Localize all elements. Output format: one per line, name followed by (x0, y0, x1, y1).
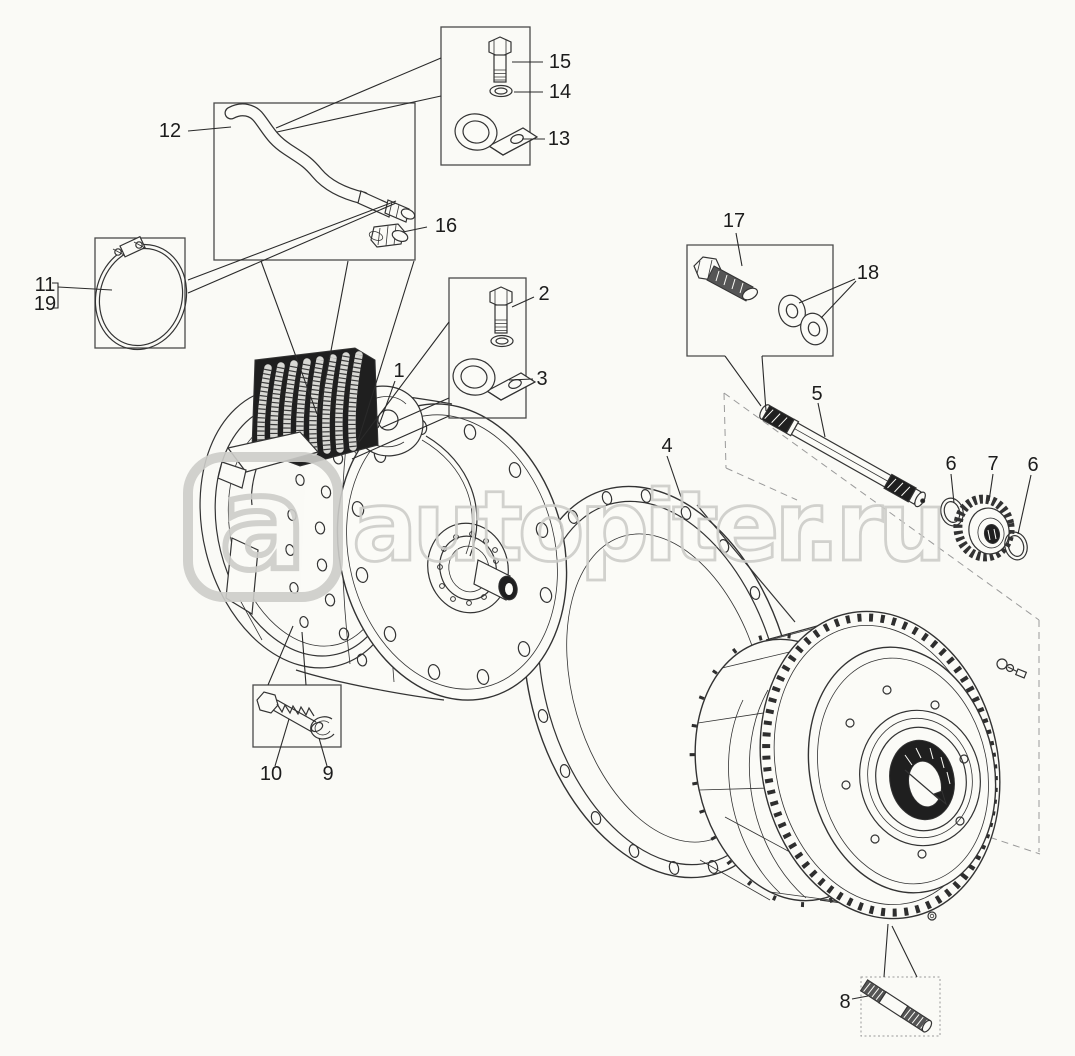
part-9-lock-washer (310, 716, 335, 740)
watermark-text: autopiter.ru (352, 470, 942, 583)
callout-3: 3 (536, 368, 548, 390)
detail-box-12-16 (213, 102, 416, 261)
callout-13: 13 (547, 128, 571, 150)
detail-box-15-14-13 (440, 26, 539, 166)
part-1-motor-assembly (199, 347, 568, 701)
watermark-logo-box (183, 452, 343, 602)
callout-14: 14 (548, 81, 572, 103)
part-16-fitting (368, 223, 409, 248)
callout-2: 2 (538, 283, 550, 305)
callout-10: 10 (259, 763, 283, 785)
part-5-shaft (759, 404, 926, 508)
hub-bearing (859, 709, 981, 847)
detail-box-11-19 (94, 235, 188, 351)
motor-face-holes (351, 419, 553, 685)
callout-16: 16 (434, 215, 458, 237)
part-8-stud (859, 979, 933, 1033)
motor-output-hub (427, 522, 518, 614)
part-6-retaining-ring-right (1004, 531, 1028, 561)
face-bolt-holes (841, 685, 969, 859)
detail-box-17-18 (686, 244, 834, 357)
part-10-bolt (256, 691, 324, 733)
callout-17: 17 (722, 210, 746, 232)
callout-8: 8 (839, 991, 851, 1013)
callout-19: 19 (33, 293, 57, 315)
watermark: a autopiter.ru (183, 447, 949, 602)
callout-1: 1 (393, 360, 405, 382)
callout-9: 9 (322, 763, 334, 785)
detail-box-2-3 (448, 277, 537, 419)
callout-18: 18 (856, 262, 880, 284)
part-18-washers (778, 294, 828, 346)
part-7-gear (953, 494, 1015, 562)
detail-box-10-9 (252, 684, 342, 748)
detail-box-8 (859, 976, 941, 1037)
callout-4: 4 (661, 435, 673, 457)
callout-12: 12 (158, 120, 182, 142)
part-14-washer (489, 84, 513, 98)
grease-fitting (996, 658, 1028, 679)
watermark-logo-letter: a (220, 450, 306, 599)
callout-6-right: 6 (1027, 454, 1039, 476)
part-15-bolt (488, 36, 512, 83)
callout-15: 15 (548, 51, 572, 73)
part-2-bolt (489, 286, 514, 348)
part-17-bolt (693, 256, 759, 302)
part-11-19-clamp-ring (94, 235, 188, 351)
part-13-clamp (454, 113, 539, 156)
leader-lines (52, 57, 1032, 1000)
callout-7: 7 (987, 453, 999, 475)
hub-reducer-assembly (689, 610, 1028, 921)
part-3-clamp (452, 358, 537, 401)
callout-11: 11 (34, 274, 56, 296)
part-12-tube (224, 103, 416, 223)
callout-6-left: 6 (945, 453, 957, 475)
callout-5: 5 (811, 383, 823, 405)
